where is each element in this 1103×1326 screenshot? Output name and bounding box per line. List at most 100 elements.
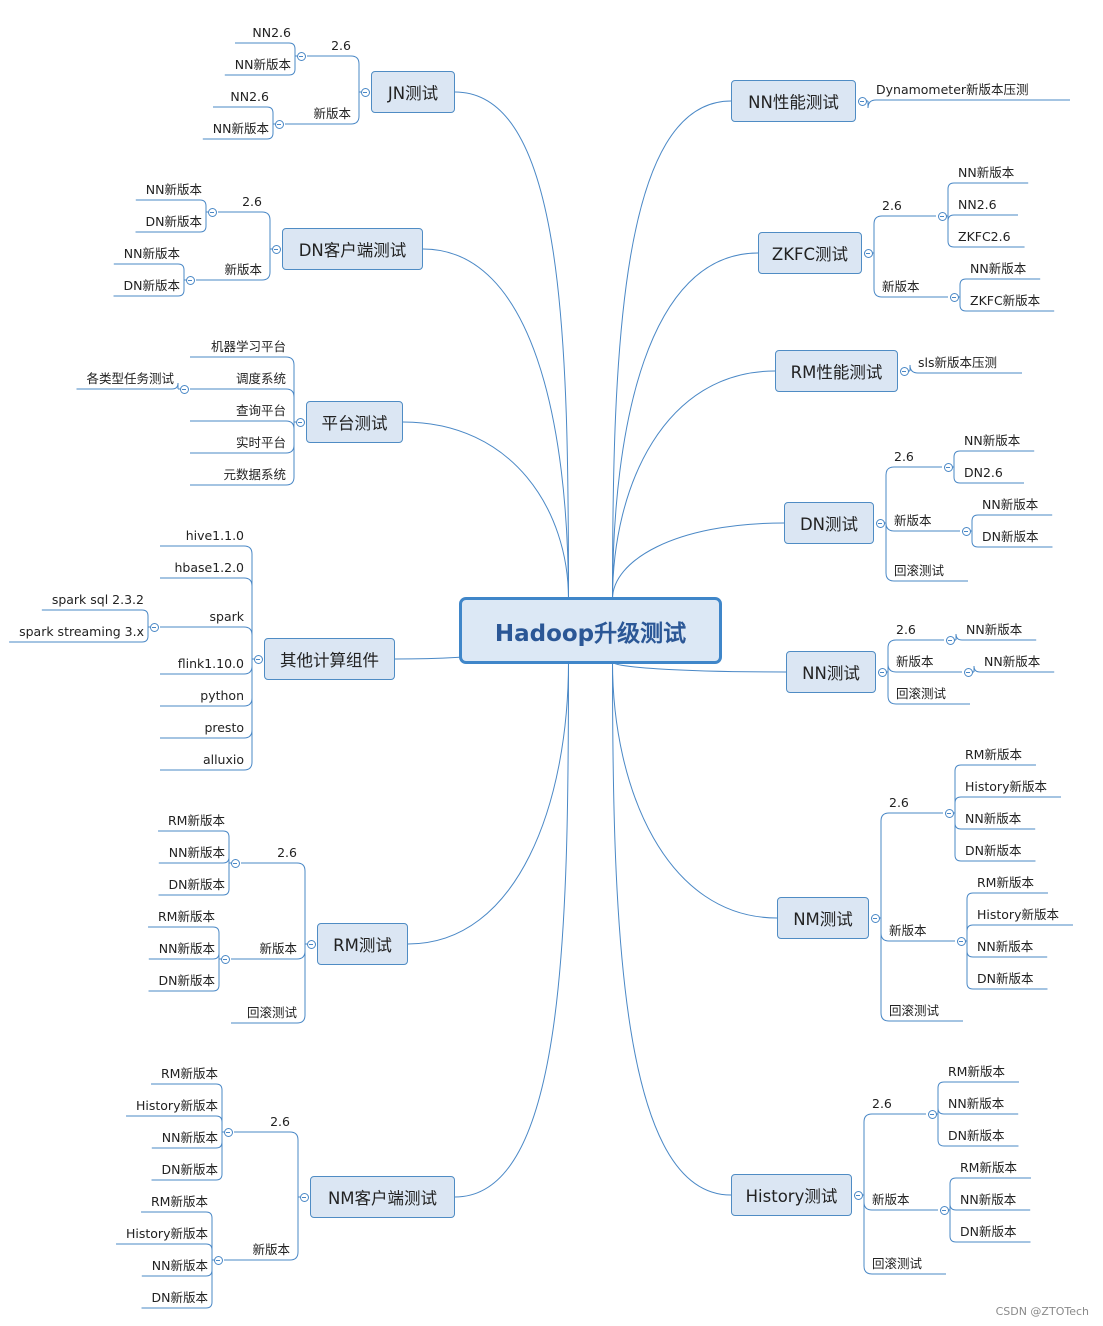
topic-right-4[interactable]: NN测试	[786, 651, 876, 693]
topic-left-5[interactable]: NM客户端测试	[310, 1176, 455, 1218]
branch-node[interactable]: 新版本	[872, 1192, 910, 1207]
branch-node[interactable]: 新版本	[894, 513, 932, 528]
collapse-toggle-icon[interactable]	[863, 248, 873, 258]
collapse-toggle-icon[interactable]	[899, 366, 909, 376]
leaf-rm[interactable]: RM新版本	[960, 1160, 1017, 1175]
collapse-toggle-icon[interactable]	[185, 275, 195, 285]
branch-node[interactable]: 新版本	[896, 654, 934, 669]
leaf-dn[interactable]: DN新版本	[982, 529, 1039, 544]
branch-spark[interactable]: spark	[209, 609, 245, 624]
leaf-dn[interactable]: DN新版本	[965, 843, 1022, 858]
leaf-rm[interactable]: RM新版本	[151, 1194, 208, 1209]
leaf-dn[interactable]: DN新版本	[977, 971, 1034, 986]
leaf-zkfc2-6[interactable]: ZKFC2.6	[958, 229, 1011, 244]
leaf-nn[interactable]: NN新版本	[234, 57, 291, 72]
collapse-toggle-icon[interactable]	[207, 207, 217, 217]
branch-2-6[interactable]: 2.6	[872, 1096, 892, 1111]
leaf-rm[interactable]: RM新版本	[161, 1066, 218, 1081]
branch-node[interactable]: 回滚测试	[896, 686, 947, 701]
leaf-nn2-6[interactable]: NN2.6	[958, 197, 997, 212]
branch-node[interactable]: 机器学习平台	[210, 339, 286, 354]
collapse-toggle-icon[interactable]	[230, 858, 240, 868]
branch-node[interactable]: 新版本	[224, 262, 262, 277]
branch-hbase1-2-0[interactable]: hbase1.2.0	[174, 560, 244, 575]
collapse-toggle-icon[interactable]	[956, 936, 966, 946]
leaf-nn[interactable]: NN新版本	[151, 1258, 208, 1273]
branch-python[interactable]: python	[200, 688, 244, 703]
leaf-spark-streaming-3-x[interactable]: spark streaming 3.x	[19, 624, 144, 639]
collapse-toggle-icon[interactable]	[853, 1190, 863, 1200]
leaf-node[interactable]: 各类型任务测试	[86, 371, 174, 386]
leaf-dn2-6[interactable]: DN2.6	[964, 465, 1003, 480]
collapse-toggle-icon[interactable]	[961, 526, 971, 536]
leaf-dn[interactable]: DN新版本	[168, 877, 225, 892]
branch-dynamometer[interactable]: Dynamometer新版本压测	[876, 82, 1029, 97]
collapse-toggle-icon[interactable]	[963, 667, 973, 677]
collapse-toggle-icon[interactable]	[927, 1109, 937, 1119]
branch-2-6[interactable]: 2.6	[889, 795, 909, 810]
collapse-toggle-icon[interactable]	[179, 384, 189, 394]
collapse-toggle-icon[interactable]	[295, 417, 305, 427]
collapse-toggle-icon[interactable]	[213, 1255, 223, 1265]
collapse-toggle-icon[interactable]	[949, 292, 959, 302]
collapse-toggle-icon[interactable]	[299, 1192, 309, 1202]
topic-left-0[interactable]: JN测试	[371, 71, 455, 113]
collapse-toggle-icon[interactable]	[945, 635, 955, 645]
branch-2-6[interactable]: 2.6	[331, 38, 351, 53]
branch-hive1-1-0[interactable]: hive1.1.0	[185, 528, 244, 543]
collapse-toggle-icon[interactable]	[870, 913, 880, 923]
branch-2-6[interactable]: 2.6	[242, 194, 262, 209]
branch-node[interactable]: 回滚测试	[246, 1005, 297, 1020]
topic-left-4[interactable]: RM测试	[317, 923, 408, 965]
leaf-dn[interactable]: DN新版本	[161, 1162, 218, 1177]
leaf-spark-sql-2-3-2[interactable]: spark sql 2.3.2	[51, 592, 144, 607]
collapse-toggle-icon[interactable]	[296, 51, 306, 61]
leaf-nn[interactable]: NN新版本	[145, 182, 202, 197]
leaf-nn[interactable]: NN新版本	[168, 845, 225, 860]
leaf-nn[interactable]: NN新版本	[970, 261, 1027, 276]
branch-sls[interactable]: sls新版本压测	[918, 355, 997, 370]
leaf-dn[interactable]: DN新版本	[151, 1290, 208, 1305]
leaf-dn[interactable]: DN新版本	[145, 214, 202, 229]
branch-node[interactable]: 查询平台	[235, 403, 286, 418]
branch-node[interactable]: 新版本	[313, 106, 351, 121]
collapse-toggle-icon[interactable]	[220, 954, 230, 964]
leaf-nn2-6[interactable]: NN2.6	[252, 25, 291, 40]
collapse-toggle-icon[interactable]	[943, 462, 953, 472]
leaf-nn[interactable]: NN新版本	[964, 433, 1021, 448]
leaf-nn[interactable]: NN新版本	[982, 497, 1039, 512]
branch-flink1-10-0[interactable]: flink1.10.0	[177, 656, 244, 671]
topic-right-1[interactable]: ZKFC测试	[758, 232, 862, 274]
collapse-toggle-icon[interactable]	[939, 1205, 949, 1215]
leaf-nn[interactable]: NN新版本	[212, 121, 269, 136]
topic-right-2[interactable]: RM性能测试	[775, 350, 898, 392]
leaf-rm[interactable]: RM新版本	[948, 1064, 1005, 1079]
collapse-toggle-icon[interactable]	[875, 518, 885, 528]
branch-2-6[interactable]: 2.6	[277, 845, 297, 860]
branch-node[interactable]: 回滚测试	[872, 1256, 923, 1271]
leaf-nn[interactable]: NN新版本	[123, 246, 180, 261]
collapse-toggle-icon[interactable]	[937, 211, 947, 221]
leaf-dn[interactable]: DN新版本	[158, 973, 215, 988]
branch-alluxio[interactable]: alluxio	[202, 752, 244, 767]
branch-2-6[interactable]: 2.6	[896, 622, 916, 637]
leaf-nn[interactable]: NN新版本	[958, 165, 1015, 180]
collapse-toggle-icon[interactable]	[274, 119, 284, 129]
topic-left-1[interactable]: DN客户端测试	[282, 228, 423, 270]
leaf-dn[interactable]: DN新版本	[948, 1128, 1005, 1143]
collapse-toggle-icon[interactable]	[223, 1127, 233, 1137]
leaf-rm[interactable]: RM新版本	[158, 909, 215, 924]
leaf-rm[interactable]: RM新版本	[965, 747, 1022, 762]
topic-right-0[interactable]: NN性能测试	[731, 80, 856, 122]
leaf-nn[interactable]: NN新版本	[158, 941, 215, 956]
leaf-rm[interactable]: RM新版本	[168, 813, 225, 828]
branch-node[interactable]: 元数据系统	[223, 467, 286, 482]
collapse-toggle-icon[interactable]	[149, 622, 159, 632]
collapse-toggle-icon[interactable]	[253, 654, 263, 664]
topic-right-3[interactable]: DN测试	[784, 502, 874, 544]
branch-node[interactable]: 新版本	[259, 941, 297, 956]
topic-left-2[interactable]: 平台测试	[306, 401, 403, 443]
leaf-history[interactable]: History新版本	[136, 1098, 218, 1113]
leaf-dn[interactable]: DN新版本	[960, 1224, 1017, 1239]
branch-2-6[interactable]: 2.6	[882, 198, 902, 213]
